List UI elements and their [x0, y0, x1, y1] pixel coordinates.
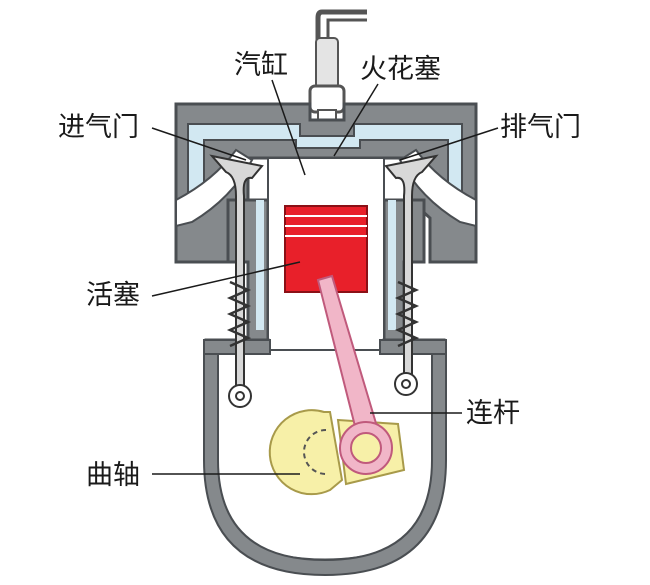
label-spark-plug: 火花塞 — [360, 54, 441, 85]
connecting-rod — [316, 274, 393, 475]
label-exhaust-valve: 排气门 — [500, 112, 581, 143]
exhaust-valve — [384, 154, 439, 396]
label-cylinder: 汽缸 — [234, 50, 288, 81]
label-intake-valve: 进气门 — [58, 112, 139, 143]
label-connecting-rod: 连杆 — [466, 398, 520, 429]
label-crankshaft: 曲轴 — [86, 460, 140, 491]
crankcase — [203, 338, 447, 577]
intake-valve — [209, 154, 264, 408]
label-piston: 活塞 — [86, 280, 140, 311]
leader-lines — [151, 79, 499, 475]
